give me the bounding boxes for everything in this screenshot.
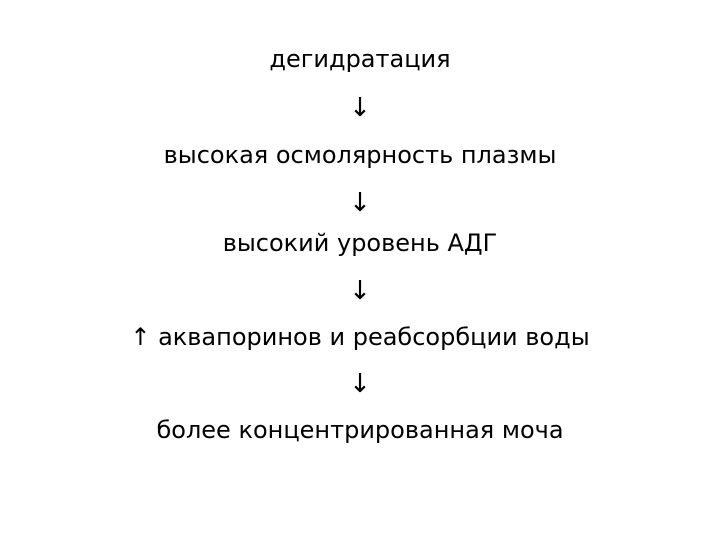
down-arrow-icon: ↓ bbox=[349, 369, 371, 399]
step-concentrated-urine: более концентрированная моча bbox=[156, 416, 564, 444]
step-dehydration: дегидратация bbox=[269, 45, 451, 73]
down-arrow-icon: ↓ bbox=[349, 276, 371, 306]
step-high-adh-level: высокий уровень АДГ bbox=[222, 229, 498, 257]
down-arrow-icon: ↓ bbox=[349, 188, 371, 218]
down-arrow-icon: ↓ bbox=[349, 93, 371, 123]
step-aquaporins-reabsorption: ↑ аквапоринов и реабсорбции воды bbox=[130, 323, 590, 351]
step-high-plasma-osmolarity: высокая осмолярность плазмы bbox=[163, 141, 557, 169]
